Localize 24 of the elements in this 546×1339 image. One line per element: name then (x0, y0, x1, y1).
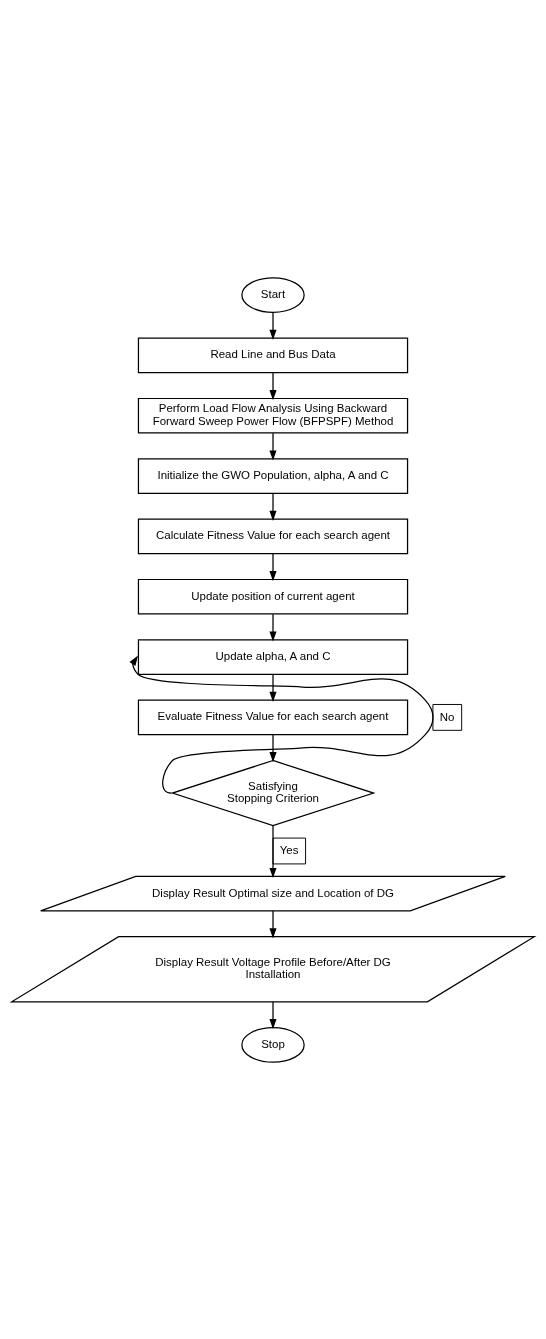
edge-label: No (439, 710, 455, 723)
arrow (269, 673, 277, 702)
node-ellipse: Start (241, 276, 305, 313)
node-box: Perform Load Flow Analysis Using Backward Forward Sweep Power Flow (BFPSPF) Method (137, 397, 409, 434)
node-box: Initialize the GWO Population, alpha, A and C (137, 457, 409, 494)
node-box: Read Line and Bus Data (137, 337, 409, 373)
arrow (269, 909, 277, 938)
node-box: Update position of current agent (137, 578, 409, 615)
arrow (269, 1000, 277, 1029)
arrow (269, 733, 277, 762)
node-ellipse: Stop (241, 1026, 305, 1063)
arrow (129, 655, 434, 794)
arrow (269, 552, 277, 581)
node-box: Calculate Fitness Value for each search agent (137, 518, 409, 554)
node-box: Update alpha, A and C (137, 638, 409, 675)
arrow (269, 432, 277, 461)
node-diamond: Satisfying Stopping Criterion (170, 759, 376, 826)
arrow (269, 824, 277, 878)
arrow (269, 613, 277, 642)
arrow (269, 371, 277, 400)
arrow (269, 311, 277, 340)
arrow (269, 492, 277, 521)
node-box: Evaluate Fitness Value for each search agent (137, 699, 409, 735)
edge-label: Yes (279, 843, 299, 856)
